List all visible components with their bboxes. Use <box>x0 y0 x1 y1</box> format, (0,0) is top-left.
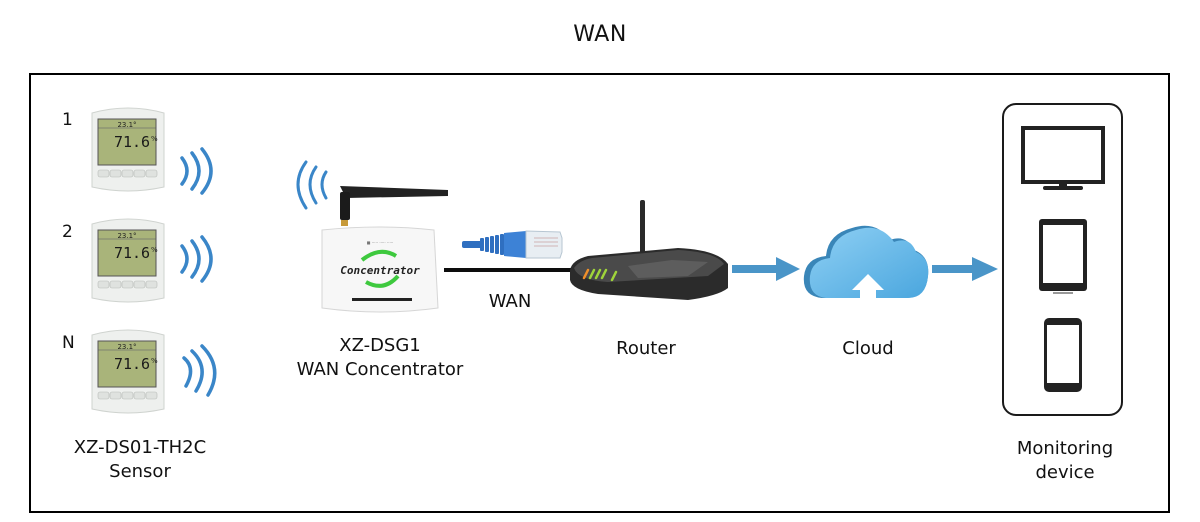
sensor-index-label: 2 <box>62 222 73 242</box>
wireless-signal-icon <box>292 160 328 212</box>
sensor-index-label: 1 <box>62 110 73 130</box>
sensor-lcd-top: 23.1° <box>117 343 136 351</box>
concentrator-type: WAN Concentrator <box>296 359 464 380</box>
phone-icon <box>1042 316 1084 394</box>
router-label: Router <box>616 338 676 359</box>
concentrator-label: XZ-DSG1 WAN Concentrator <box>270 334 490 382</box>
cloud-label: Cloud <box>842 338 894 359</box>
monitoring-label-line2: device <box>1035 462 1095 483</box>
arrow-right-icon <box>732 256 802 282</box>
cloud-icon <box>802 214 932 306</box>
arrow-right-icon <box>932 256 1000 282</box>
sensor-type: Sensor <box>109 461 171 482</box>
ethernet-cable-icon <box>462 228 566 262</box>
concentrator-model: XZ-DSG1 <box>339 335 421 356</box>
wan-link-line <box>444 268 574 272</box>
diagram-title: WAN <box>573 22 627 47</box>
monitoring-label-line1: Monitoring <box>1016 438 1114 459</box>
monitoring-device-group <box>1002 103 1123 416</box>
sensor-device: 23.1° 71.6 % <box>88 327 168 414</box>
sensor-lcd-top: 23.1° <box>117 121 136 129</box>
monitoring-label: Monitoring device <box>990 437 1140 485</box>
sensor-device: 23.1° 71.6 % <box>88 216 168 303</box>
diagram-frame <box>29 73 1170 513</box>
sensor-lcd-main: 71.6 <box>114 133 150 151</box>
sensor-lcd-main: 71.6 <box>114 244 150 262</box>
concentrator-logo-text: Concentrator <box>340 264 420 277</box>
wireless-signal-icon <box>178 146 222 196</box>
sensor-device: 23.1° 71.6 % <box>88 105 168 192</box>
wireless-signal-icon <box>180 344 224 397</box>
tablet-icon <box>1037 217 1089 295</box>
sensor-lcd-top: 23.1° <box>117 232 136 240</box>
sensor-lcd-main: 71.6 <box>114 355 150 373</box>
sensor-label: XZ-DS01-TH2C Sensor <box>40 436 240 484</box>
concentrator-device: ■ ····· ····· ····· Concentrator <box>310 180 450 320</box>
sensor-index-label: N <box>62 333 75 353</box>
wireless-signal-icon <box>178 234 222 284</box>
wan-link-label: WAN <box>488 291 532 312</box>
monitor-icon <box>1021 126 1105 192</box>
sensor-lcd-unit: % <box>151 246 158 254</box>
sensor-lcd-unit: % <box>151 357 158 365</box>
svg-text:■ ····· ····· ·····: ■ ····· ····· ····· <box>367 240 394 245</box>
router-device <box>568 198 732 310</box>
sensor-model: XZ-DS01-TH2C <box>73 437 207 458</box>
sensor-lcd-unit: % <box>151 135 158 143</box>
